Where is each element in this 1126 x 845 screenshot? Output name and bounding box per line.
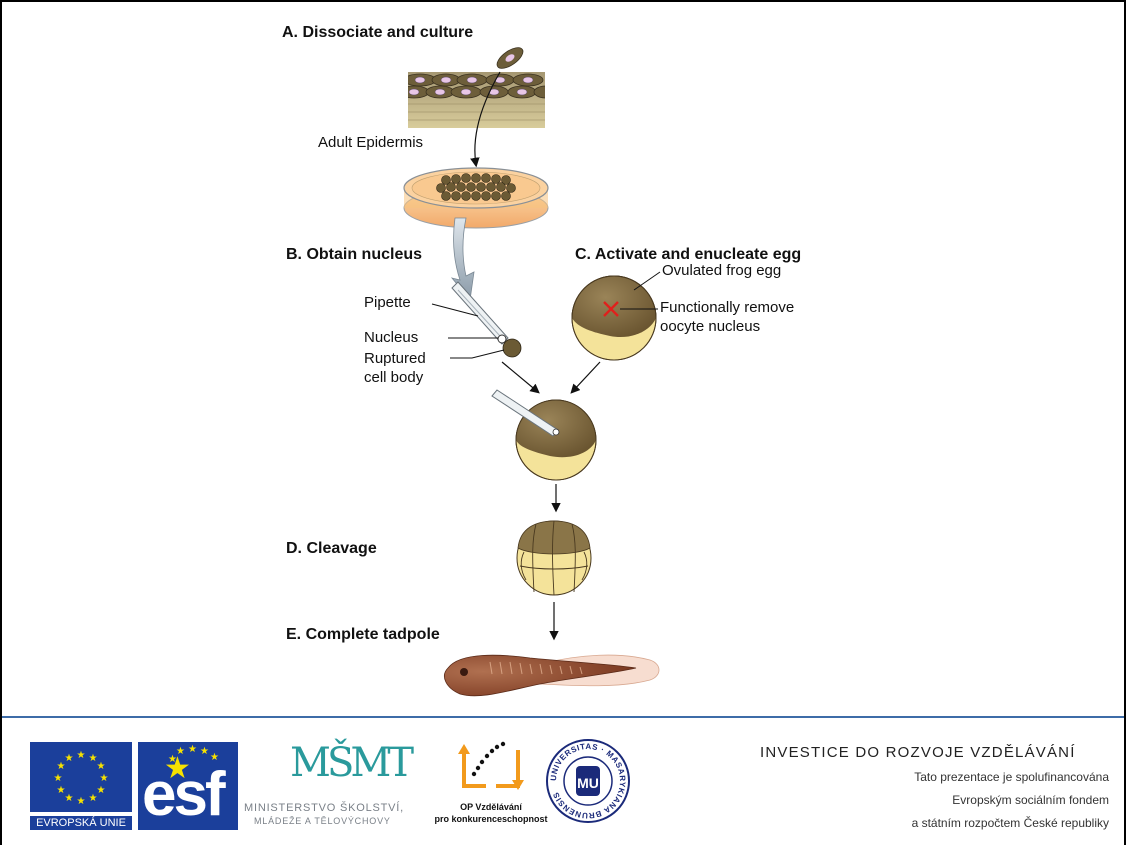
footer-rule <box>2 716 1124 718</box>
esf-logo: ★★★ ★★ ★ esf <box>138 742 238 830</box>
frame-top <box>0 0 1126 2</box>
step-b-heading: B. Obtain nucleus <box>286 246 423 263</box>
nucleus <box>497 334 507 344</box>
egg-pointer <box>633 271 661 291</box>
nucleus-label: Nucleus <box>364 329 419 346</box>
ovulated-egg-label: Ovulated frog egg <box>662 262 782 279</box>
muni-logo: UNIVERSITAS · MASARYKIANA BRUNENSIS MU <box>545 738 631 824</box>
muni-seal-icon: UNIVERSITAS · MASARYKIANA BRUNENSIS MU <box>546 739 630 823</box>
step-e-heading: E. Complete tadpole <box>286 626 440 643</box>
svg-text:★: ★ <box>77 750 86 761</box>
op-line1: OP Vzdělávání <box>460 802 522 812</box>
svg-text:★: ★ <box>89 753 98 764</box>
arrow-cell-to-dish <box>470 71 501 168</box>
remove-nucleus-label-1: Functionally remove <box>660 299 795 316</box>
eu-logo-label: EVROPSKÁ UNIE <box>30 816 132 830</box>
frame-left <box>0 0 2 845</box>
pipette-label: Pipette <box>364 294 411 311</box>
svg-text:★: ★ <box>210 752 219 763</box>
culture-dish <box>403 167 549 229</box>
eu-flag-icon: ★★★ ★★★ ★★★ ★★★ <box>30 742 132 812</box>
footer-line-2: Evropským sociálním fondem <box>952 793 1109 807</box>
pipette-pointer <box>431 303 479 317</box>
footer-line-1: Tato prezentace je spolufinancována <box>914 770 1109 784</box>
esf-logo-text: esf <box>142 760 226 829</box>
injection-pipette <box>491 389 560 437</box>
arrow-dish-to-pipette <box>450 217 475 301</box>
step-d-heading: D. Cleavage <box>286 540 377 557</box>
svg-text:★: ★ <box>97 785 106 796</box>
step-c-heading: C. Activate and enucleate egg <box>575 246 802 263</box>
svg-text:★: ★ <box>57 785 66 796</box>
tadpole <box>444 654 660 697</box>
ovulated-egg <box>571 275 657 361</box>
svg-text:★: ★ <box>188 744 197 755</box>
ruptured-pointer <box>450 349 505 359</box>
frame-right <box>1124 0 1126 845</box>
arrow-nucleus-to-egg <box>501 361 540 394</box>
svg-text:★: ★ <box>100 773 109 784</box>
svg-text:★: ★ <box>97 761 106 772</box>
op-line2: pro konkurenceschopnost <box>434 814 548 824</box>
svg-text:★: ★ <box>77 796 86 807</box>
svg-text:★: ★ <box>168 754 177 765</box>
svg-text:★: ★ <box>200 746 209 757</box>
enucleate-mark <box>603 301 619 317</box>
footer-title: INVESTICE DO ROZVOJE VZDĚLÁVÁNÍ <box>760 744 1076 761</box>
svg-text:★: ★ <box>176 746 185 757</box>
eu-logo: ★★★ ★★★ ★★★ ★★★ EVROPSKÁ UNIE <box>30 742 132 830</box>
ruptured-label-2: cell body <box>364 369 424 386</box>
footer-line-3: a státním rozpočtem České republiky <box>911 816 1109 830</box>
msmt-line1: MINISTERSTVO ŠKOLSTVÍ, <box>244 802 405 814</box>
arrow-egg-to-injection <box>570 361 601 394</box>
remove-nucleus-label-2: oocyte nucleus <box>660 318 761 335</box>
msmt-logo: MŠMT MINISTERSTVO ŠKOLSTVÍ, MLÁDEŽE A TĚ… <box>244 740 434 832</box>
msmt-logo-mark: MŠMT <box>290 740 414 786</box>
op-logo-icon <box>458 741 524 790</box>
svg-text:★: ★ <box>54 773 63 784</box>
svg-text:★: ★ <box>65 753 74 764</box>
step-a-heading: A. Dissociate and culture <box>282 24 474 41</box>
svg-text:★: ★ <box>57 761 66 772</box>
adult-epidermis-label: Adult Epidermis <box>318 134 424 151</box>
ruptured-label-1: Ruptured <box>364 350 426 367</box>
svg-text:★: ★ <box>65 793 74 804</box>
ruptured-cell-body <box>502 338 522 358</box>
epidermis-tissue <box>408 72 545 128</box>
nuclear-transfer-diagram <box>403 47 661 697</box>
pipette <box>451 281 509 345</box>
msmt-line2: MLÁDEŽE A TĚLOVÝCHOVY <box>254 816 391 826</box>
svg-text:MU: MU <box>577 775 599 791</box>
esf-stars-icon: ★★★ ★★ ★ <box>164 744 219 782</box>
svg-text:★: ★ <box>164 752 191 782</box>
cleavage-embryo <box>516 520 592 596</box>
detached-cell <box>496 47 524 69</box>
op-logo: OP Vzdělávání pro konkurenceschopnost <box>434 738 548 830</box>
svg-text:★: ★ <box>89 793 98 804</box>
